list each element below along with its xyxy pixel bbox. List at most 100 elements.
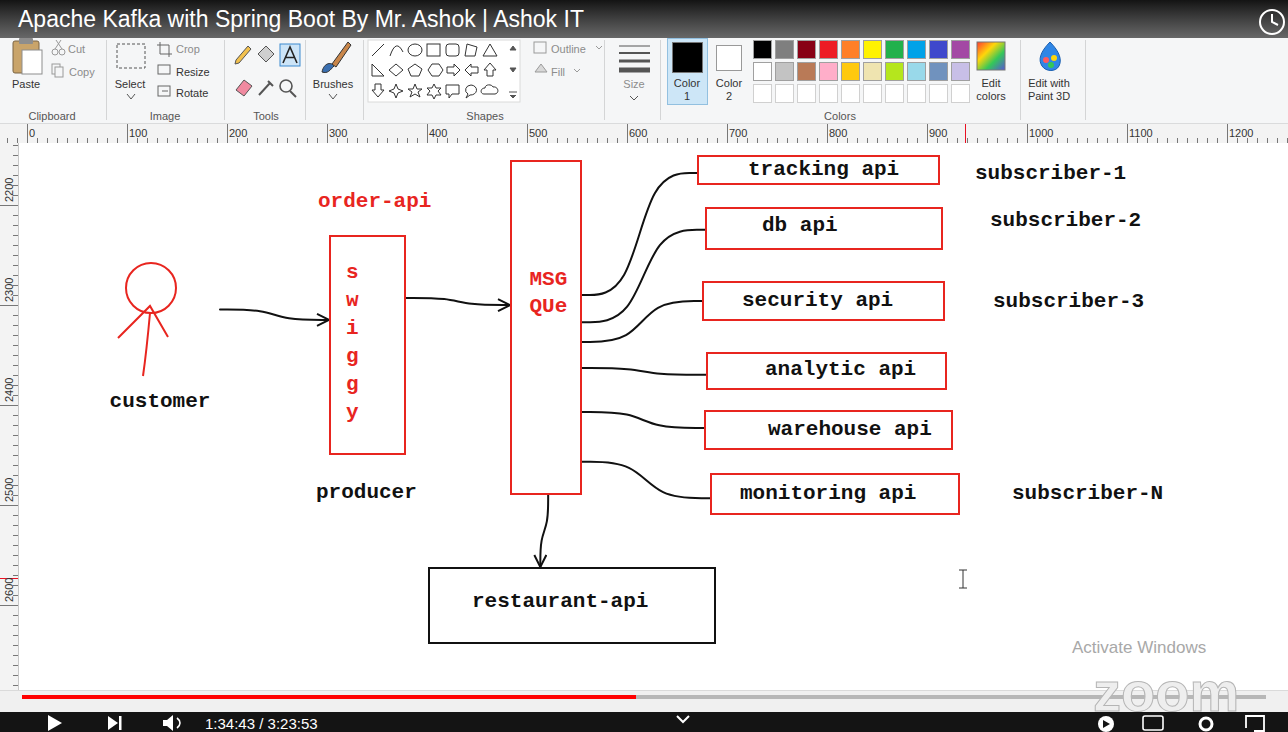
title-band [0, 0, 1288, 38]
cut-copy-icon [52, 40, 65, 77]
paint3d-icon [1051, 55, 1057, 61]
ruler [0, 124, 1288, 143]
video-controls [108, 716, 118, 730]
title-band [1260, 10, 1284, 34]
group-label: Shapes [466, 110, 503, 123]
restaurant-box: restaurant-api [428, 567, 716, 644]
video-title: Apache Kafka with Spring Boot By Mr. Ash… [18, 6, 584, 32]
tools-icon [283, 47, 297, 63]
group-separator [1085, 40, 1086, 120]
size-icon [619, 46, 650, 100]
canvas [19, 143, 1288, 690]
tools-icon [235, 44, 300, 97]
color-palette [776, 85, 794, 103]
ruler-number: 2200 [3, 178, 16, 202]
color-palette [820, 41, 838, 59]
shapes-gallery [447, 64, 460, 76]
video-progress-bar [22, 695, 1266, 699]
ruler-number: 400 [429, 127, 447, 140]
ruler [0, 124, 1288, 143]
connector [582, 412, 704, 428]
ribbon-label: Fill [551, 66, 565, 79]
color-palette [864, 41, 882, 59]
shapes-gallery [466, 85, 477, 98]
subscriber-box: analytic api [706, 352, 947, 390]
ribbon-label: Outline [551, 43, 586, 56]
cut-copy-icon [55, 67, 63, 77]
api-name: order-api [318, 190, 431, 214]
message-queue-box: MSG QUe [510, 160, 582, 495]
paint3d-icon [1043, 57, 1049, 63]
cut-copy-icon [55, 40, 62, 49]
color-palette [754, 63, 772, 81]
tools-icon [235, 46, 251, 64]
ruler [0, 143, 18, 690]
color-palette [908, 41, 926, 59]
customer-figure [126, 263, 176, 313]
connector [540, 495, 548, 567]
select-icon [127, 94, 135, 99]
shapes-gallery [427, 44, 440, 56]
customer-figure [118, 263, 176, 376]
color-selectors [673, 43, 703, 73]
group-separator [106, 40, 107, 120]
color-palette [930, 63, 948, 81]
brushes-icon [329, 94, 337, 99]
shapes-gallery [483, 44, 497, 56]
outline-fill-icon [535, 64, 547, 72]
shapes-gallery [368, 40, 520, 102]
ruler-number: 1000 [1029, 127, 1053, 140]
color-palette [842, 41, 860, 59]
color-palette [798, 41, 816, 59]
group-separator [1020, 40, 1021, 120]
group-label: Clipboard [28, 110, 75, 123]
text-cursor [959, 570, 967, 588]
connector [582, 368, 706, 375]
select-icon [117, 44, 145, 68]
subscriber-box: security api [702, 281, 945, 321]
color-selectors [717, 46, 742, 71]
subscriber-box: db api [705, 207, 943, 250]
ruler-number: 900 [929, 127, 947, 140]
ribbon-label: Paste [12, 78, 40, 91]
subscriber-box: tracking api [697, 155, 940, 185]
paint3d-icon [1040, 42, 1060, 71]
ribbon-label: Edit with Paint 3D [1023, 77, 1075, 102]
node-text: tracking api [748, 158, 899, 182]
paste-icon [22, 50, 42, 74]
video-progress-bar [22, 695, 1266, 699]
shapes-gallery [408, 44, 422, 56]
canvas [18, 143, 19, 690]
role-label: subscriber-1 [975, 162, 1126, 186]
canvas [19, 143, 1288, 690]
node-text: warehouse api [768, 418, 932, 442]
group-label: Image [150, 110, 181, 123]
shapes-gallery [428, 64, 443, 76]
video-controls [163, 715, 173, 731]
ribbon-label: Size [623, 78, 644, 91]
ruler-number: 1200 [1229, 127, 1253, 140]
shapes-gallery [389, 64, 403, 76]
shapes-gallery [446, 85, 459, 98]
outline-fill-icon [534, 42, 546, 53]
connector [582, 301, 702, 342]
title-band [0, 0, 1288, 38]
node-text: security api [742, 289, 893, 313]
image-tools-icon [158, 86, 170, 96]
size-icon [619, 68, 650, 73]
color-palette [952, 41, 970, 59]
ruler-number: 2400 [3, 378, 16, 402]
shapes-gallery [446, 44, 459, 56]
shapes-gallery [408, 84, 422, 97]
group-separator [660, 40, 661, 120]
size-icon [630, 96, 638, 100]
customer-figure [143, 313, 150, 376]
cut-copy-icon [52, 49, 58, 55]
ruler [0, 124, 1288, 690]
group-separator [305, 40, 306, 120]
ruler-number: 700 [729, 127, 747, 140]
color-palette [820, 63, 838, 81]
shapes-gallery [481, 85, 498, 94]
node-text: MSG QUe [527, 266, 570, 320]
